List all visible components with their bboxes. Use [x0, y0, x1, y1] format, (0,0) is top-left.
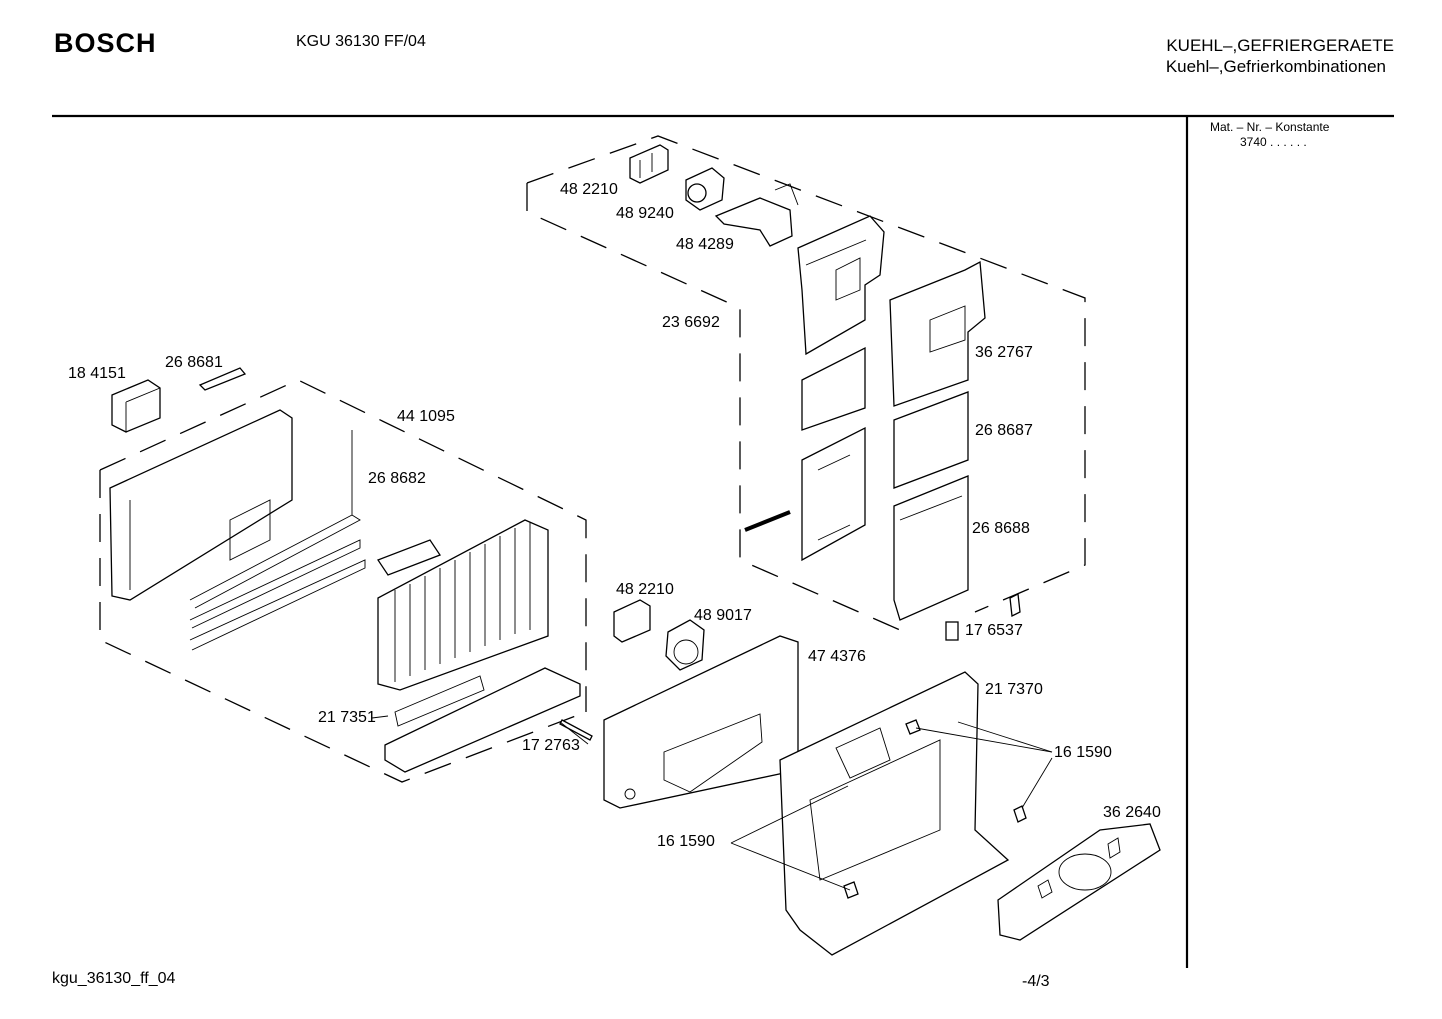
part-label: 16 1590 [657, 833, 715, 850]
part-label: 17 6537 [965, 622, 1023, 639]
rear-panel-part [109, 409, 293, 601]
part-label: 44 1095 [397, 408, 455, 425]
air-duct-left-part [744, 215, 885, 562]
screw-part [843, 719, 1027, 899]
motor-bracket-part [714, 183, 799, 247]
brand-logo: BOSCH [54, 28, 157, 58]
part-label: 26 8687 [975, 422, 1033, 439]
category-title: KUEHL–,GEFRIERGERAETE [1166, 36, 1394, 55]
matnr-value: 3740 . . . . . . [1240, 135, 1307, 149]
drain-tray-part [384, 667, 581, 773]
part-label: 48 4289 [676, 236, 734, 253]
part-label: 21 7351 [318, 709, 376, 726]
fan-motor-part [685, 167, 725, 211]
part-label: 48 2210 [616, 581, 674, 598]
box-part [111, 379, 161, 433]
part-label: 36 2640 [1103, 804, 1161, 821]
clip-part [945, 593, 1021, 641]
part-label: 26 8681 [165, 354, 223, 371]
page-number: -4/3 [1022, 973, 1050, 990]
bracket-part [629, 144, 669, 184]
sensor-part [198, 367, 247, 391]
lower-bracket-part [613, 599, 651, 643]
part-label: 47 4376 [808, 648, 866, 665]
left-group-outline [99, 379, 587, 783]
cover-part [603, 635, 799, 809]
part-label: 26 8688 [972, 520, 1030, 537]
upper-group-outline [526, 135, 1086, 631]
drawing-id: kgu_36130_ff_04 [52, 970, 176, 987]
part-label: 21 7370 [985, 681, 1043, 698]
part-label: 23 6692 [662, 314, 720, 331]
heater-wire-part [189, 430, 366, 651]
evaporator-coil-part [377, 519, 549, 691]
leader-lines [371, 715, 1053, 891]
front-panel-part [997, 823, 1161, 941]
part-label: 17 2763 [522, 737, 580, 754]
part-label: 16 1590 [1054, 744, 1112, 761]
part-label: 48 9017 [694, 607, 752, 624]
category-subtitle: Kuehl–,Gefrierkombinationen [1165, 57, 1386, 76]
part-label: 48 9240 [616, 205, 674, 222]
part-label: 36 2767 [975, 344, 1033, 361]
matnr-label: Mat. – Nr. – Konstante [1210, 120, 1330, 134]
housing-part [779, 671, 1010, 956]
fan-part [665, 619, 705, 671]
air-duct-right-part [889, 260, 986, 621]
model-number: KGU 36130 FF/04 [296, 33, 426, 50]
part-label: 48 2210 [560, 181, 618, 198]
part-label: 26 8682 [368, 470, 426, 487]
part-label: 18 4151 [68, 365, 126, 382]
